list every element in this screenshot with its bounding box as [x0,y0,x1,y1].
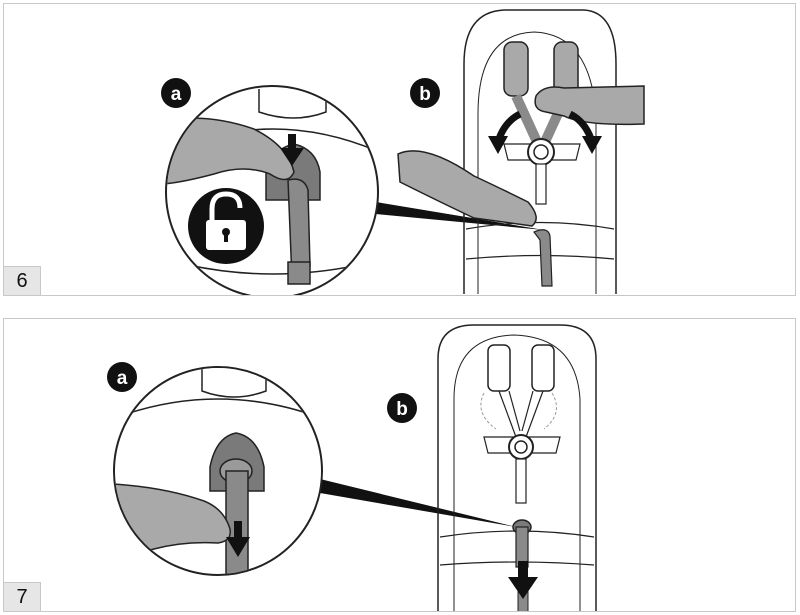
zoom-circle-a [112,367,324,581]
label-b: b [419,84,431,105]
step-7-illustration: a [4,319,796,612]
zoom-connector [320,479,516,527]
label-a: a [171,84,182,105]
zoom-circle-a [164,86,384,296]
unlock-icon [188,188,264,264]
step-7-panel: a [3,318,796,612]
label-badge-a: a [107,362,137,392]
step-number: 7 [4,582,41,611]
label-a: a [117,368,128,389]
step-6-panel: a [3,3,796,296]
label-badge-b: b [410,78,440,108]
label-badge-b: b [387,393,417,423]
label-b: b [396,399,408,420]
seat-illustration-b [438,325,596,612]
step-number: 6 [4,266,41,295]
label-badge-a: a [161,78,191,108]
step-6-illustration: a [4,4,796,296]
seat-illustration-b [398,10,644,294]
